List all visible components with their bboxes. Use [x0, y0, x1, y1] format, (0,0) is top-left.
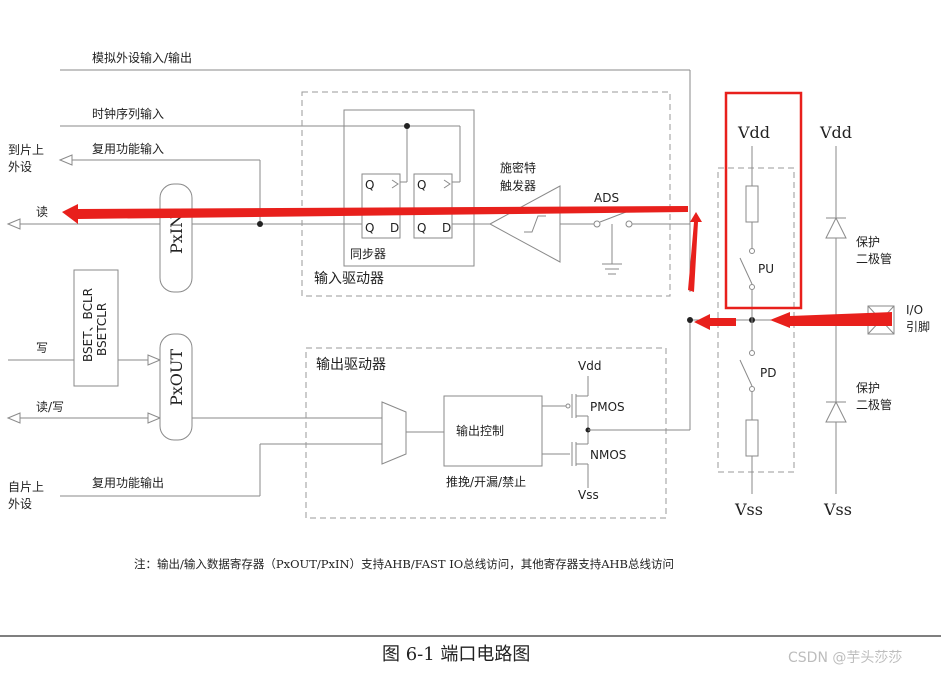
highlight-arrow-node [694, 314, 736, 330]
read-write-line [6, 412, 162, 424]
pd-label: PD [760, 366, 776, 380]
output-mux [381, 401, 407, 465]
write-line [8, 354, 162, 366]
from-periph-label-2: 外设 [8, 497, 32, 511]
alt-out-line [60, 417, 382, 497]
vdd-small-label: Vdd [578, 359, 601, 373]
read-label: 读 [36, 205, 48, 219]
nmos-transistor [542, 430, 589, 488]
ff2-d: D [442, 221, 451, 235]
schmitt-label-2: 触发器 [500, 178, 536, 193]
pmos-label: PMOS [590, 400, 625, 414]
output-driver-label: 输出驱动器 [316, 357, 386, 373]
schmitt-trigger [488, 185, 561, 263]
protect-label-2b: 二极管 [856, 397, 892, 412]
analog-io-line [60, 69, 691, 292]
protect-label-1b: 二极管 [856, 251, 892, 266]
bset-label-2: BSETCLR [95, 303, 109, 356]
read-write-label: 读/写 [36, 400, 64, 414]
input-driver-box [301, 91, 671, 297]
vss-right-label: Vss [823, 500, 852, 519]
pull-up-network [739, 146, 759, 320]
io-label-2: 引脚 [906, 319, 930, 334]
ff1-q-top: Q [365, 178, 374, 192]
output-control-box [443, 395, 543, 467]
bset-label-1: BSET、BCLR [81, 288, 95, 362]
ff2-clock-mark [443, 179, 451, 189]
ff1-clock-mark [391, 179, 399, 189]
clock-line [60, 123, 461, 183]
vdd-right-label: Vdd [819, 123, 852, 142]
vdd-left-label: Vdd [737, 123, 770, 142]
ff1-d: D [390, 221, 399, 235]
clock-in-label: 时钟序列输入 [92, 106, 164, 121]
sync-label: 同步器 [350, 247, 386, 261]
from-periph-label-1: 自片上 [8, 480, 44, 494]
io-label-1: I/O [906, 303, 923, 317]
write-label: 写 [36, 341, 48, 355]
pxin-label: PxIN [167, 214, 186, 254]
pxout-register [159, 333, 193, 441]
output-driver-box [305, 347, 667, 519]
to-periph-label-1: 到片上 [8, 143, 44, 157]
alt-out-label: 复用功能输出 [92, 475, 164, 490]
bset-register [73, 269, 119, 387]
to-periph-label-2: 外设 [8, 160, 32, 174]
input-driver-label: 输入驱动器 [314, 271, 384, 287]
ads-label: ADS [594, 191, 619, 205]
alt-in-label: 复用功能输入 [92, 141, 164, 156]
nmos-label: NMOS [590, 448, 626, 462]
clock-junction [404, 123, 410, 129]
highlight-arrow-up [688, 212, 702, 292]
vss-small-label: Vss [578, 488, 599, 502]
schmitt-hysteresis-icon [524, 215, 546, 233]
ads-switch [560, 211, 690, 275]
vss-left-label: Vss [734, 500, 763, 519]
highlight-arrow-pin [770, 312, 892, 328]
protect-label-2a: 保护 [856, 381, 880, 395]
pull-down-network [739, 320, 759, 494]
flipflop-1 [361, 173, 401, 239]
flipflop-2 [413, 173, 453, 239]
highlight-arrows [62, 204, 892, 330]
footnote: 注：输出/输入数据寄存器（PxOUT/PxIN）支持AHB/FAST IO总线访… [134, 557, 674, 571]
figure-caption: 图 6-1 端口电路图 [382, 644, 530, 665]
ff2-q-top: Q [417, 178, 426, 192]
schmitt-label-1: 施密特 [500, 160, 536, 175]
pmos-transistor [542, 376, 589, 430]
analog-io-label: 模拟外设输入/输出 [92, 50, 192, 65]
highlight-pullup-box [724, 91, 803, 310]
output-control-label: 输出控制 [456, 423, 504, 438]
pu-label: PU [758, 262, 774, 276]
watermark: CSDN @芋头莎莎 [788, 650, 902, 666]
synchronizer-box [343, 109, 475, 267]
pxout-label: PxOUT [167, 349, 186, 406]
ff2-q: Q [417, 221, 426, 235]
protect-label-1a: 保护 [856, 235, 880, 249]
push-pull-label: 推挽/开漏/禁止 [446, 475, 526, 489]
highlight-arrow-read [62, 204, 688, 224]
ff1-q: Q [365, 221, 374, 235]
